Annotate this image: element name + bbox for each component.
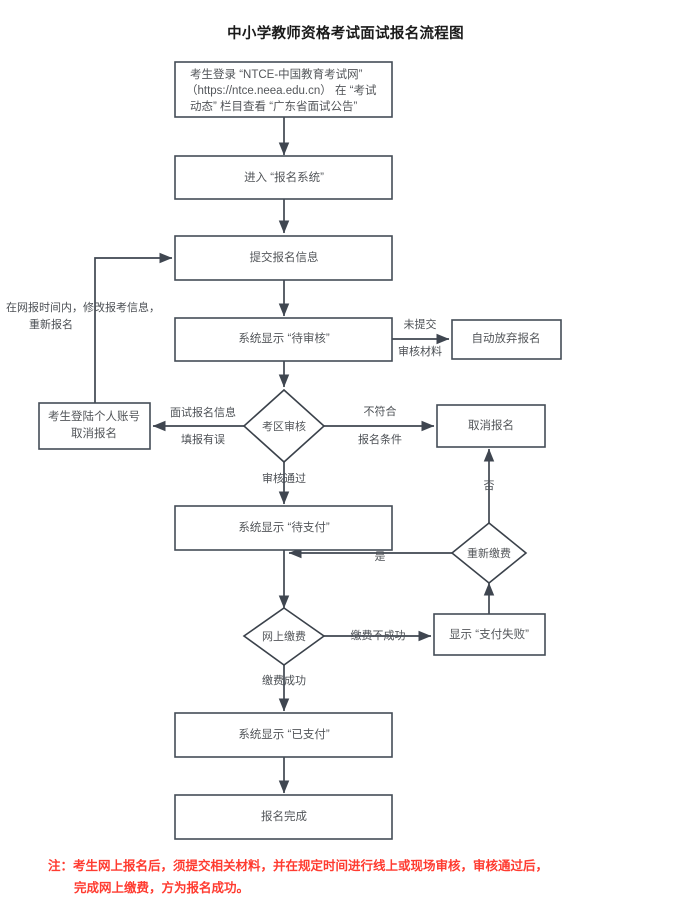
edge-label-loop-line1: 在网报时间内，修改报考信息， xyxy=(6,300,160,314)
edge-label-not-submitted-line2: 审核材料 xyxy=(398,344,442,358)
node-repay[interactable]: 重新缴费 xyxy=(450,521,528,585)
edge-label-not-qualified-line1: 不符合 xyxy=(364,404,397,418)
node-submit-info[interactable]: 提交报名信息 xyxy=(174,235,393,281)
edge-label-wrong-info-line1: 面试报名信息 xyxy=(170,405,236,419)
node-pending-audit-label: 系统显示 “待审核” xyxy=(238,331,330,345)
node-paid[interactable]: 系统显示 “已支付” xyxy=(174,712,393,758)
node-login-line3: 动态” 栏目查看 “广东省面试公告” xyxy=(190,99,358,113)
node-self-cancel[interactable]: 考生登陆个人账号 取消报名 xyxy=(38,402,151,450)
node-reg-done[interactable]: 报名完成 xyxy=(174,794,393,840)
node-auto-abandon[interactable]: 自动放弃报名 xyxy=(451,319,562,360)
node-pending-pay[interactable]: 系统显示 “待支付” xyxy=(174,505,393,551)
edge-label-wrong-info-line2: 填报有误 xyxy=(181,432,225,446)
node-cancel-reg[interactable]: 取消报名 xyxy=(436,404,546,448)
edge-label-no: 否 xyxy=(484,480,495,492)
node-submit-info-label: 提交报名信息 xyxy=(250,250,319,264)
node-pay-failed-label: 显示 “支付失败” xyxy=(449,627,529,641)
edge-label-loop-line2: 重新报名 xyxy=(29,317,73,331)
node-enter-system-label: 进入 “报名系统” xyxy=(244,170,324,184)
footer-note-line1: 注：考生网上报名后，须提交相关材料，并在规定时间进行线上或现场审核，审核通过后， xyxy=(48,859,549,873)
node-login[interactable]: 考生登录 “NTCE-中国教育考试网” （https://ntce.neea.e… xyxy=(174,61,393,118)
node-login-line1: 考生登录 “NTCE-中国教育考试网” xyxy=(190,67,363,81)
page-title: 中小学教师资格考试面试报名流程图 xyxy=(227,26,464,42)
footer-note: 注：考生网上报名后，须提交相关材料，并在规定时间进行线上或现场审核，审核通过后，… xyxy=(48,856,648,900)
edge-label-not-submitted-line1: 未提交 xyxy=(404,317,437,331)
edge-self-cancel-to-submit-info xyxy=(94,252,173,403)
node-district-audit-label: 考区审核 xyxy=(262,419,306,433)
node-enter-system[interactable]: 进入 “报名系统” xyxy=(174,155,393,200)
node-repay-label: 重新缴费 xyxy=(467,546,511,560)
footer-note-line2: 完成网上缴费，方为报名成功。 xyxy=(74,880,250,895)
node-pending-audit[interactable]: 系统显示 “待审核” xyxy=(174,317,393,362)
node-self-cancel-line1: 考生登陆个人账号 xyxy=(48,409,140,423)
node-auto-abandon-label: 自动放弃报名 xyxy=(472,331,541,345)
edge-label-not-qualified-line2: 报名条件 xyxy=(358,432,402,446)
node-pay-failed[interactable]: 显示 “支付失败” xyxy=(433,613,546,656)
edge-label-pay-failed: 缴费不成功 xyxy=(351,628,406,642)
node-cancel-reg-label: 取消报名 xyxy=(468,418,514,432)
node-online-pay-label: 网上缴费 xyxy=(262,629,306,643)
edge-label-audit-passed: 审核通过 xyxy=(262,471,306,485)
edge-label-pay-success: 缴费成功 xyxy=(262,673,306,687)
node-reg-done-label: 报名完成 xyxy=(261,809,307,823)
node-paid-label: 系统显示 “已支付” xyxy=(238,728,330,741)
edge-label-yes: 是 xyxy=(375,550,386,563)
node-self-cancel-line2: 取消报名 xyxy=(71,426,117,440)
node-pending-pay-label: 系统显示 “待支付” xyxy=(238,520,330,534)
node-login-line2: （https://ntce.neea.edu.cn） 在 “考试 xyxy=(186,84,377,97)
node-district-audit[interactable]: 考区审核 xyxy=(242,388,326,464)
node-online-pay[interactable]: 网上缴费 xyxy=(242,607,326,666)
